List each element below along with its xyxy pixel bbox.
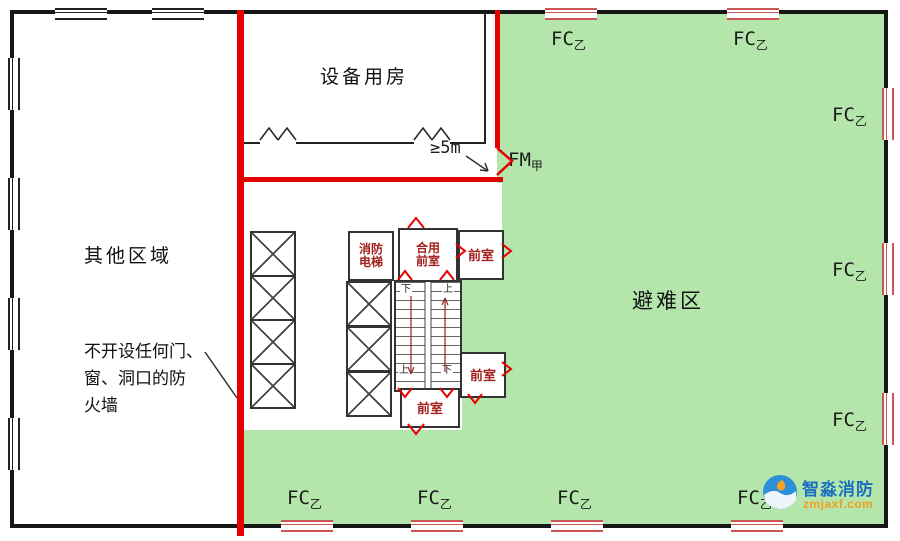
firewall-note: 不开设任何门、 窗、洞口的防 火墙 <box>84 338 203 419</box>
fire-door-label: FM甲 <box>508 149 543 174</box>
window-plain <box>8 418 20 470</box>
window-plain <box>8 58 20 110</box>
fire-window <box>281 520 333 532</box>
fire-window-label: FC乙 <box>733 28 768 52</box>
window-plain <box>55 8 107 20</box>
equipment-room-door-gap <box>260 138 296 145</box>
stair-up-label: 上 <box>442 284 454 295</box>
brand-logo-icon <box>763 475 797 509</box>
stair-down-label: 下 <box>400 284 412 295</box>
stair-down-label: 下 <box>441 365 453 376</box>
fire-window-label: FC乙 <box>832 104 867 128</box>
fire-window-label: FC乙 <box>557 487 592 511</box>
watermark-brand: 智淼消防 <box>802 480 874 499</box>
fire-window <box>731 520 783 532</box>
elevator-shaft <box>346 371 392 417</box>
lobby-top-label: 前室 <box>467 247 494 263</box>
refuge-area-label: 避难区 <box>632 290 704 313</box>
equipment-room-door-gap <box>414 138 450 145</box>
shared-lobby: 合用 前室 <box>398 228 458 282</box>
stair-divider <box>424 282 432 390</box>
stair-up-label: 上 <box>398 365 410 376</box>
watermark-site: zmjaxf.com <box>803 497 874 511</box>
fire-window <box>882 88 894 140</box>
fire-window-label: FC乙 <box>832 259 867 283</box>
lobby-top: 前室 <box>458 230 504 280</box>
shared-lobby-label-line1: 合用 <box>415 241 440 255</box>
firewall-equipment-bottom <box>237 177 503 182</box>
firewall-note-line2: 窗、洞口的防 <box>84 369 186 388</box>
fire-elevator-label-line1: 消防 <box>358 242 383 256</box>
fire-window-label: FC乙 <box>832 409 867 433</box>
lobby-right: 前室 <box>460 352 506 398</box>
firewall-note-line1: 不开设任何门、 <box>84 342 203 361</box>
lobby-bottom: 前室 <box>400 388 460 428</box>
firewall-equipment-right <box>495 10 500 148</box>
elevator-shaft <box>250 231 296 277</box>
shared-lobby-label-line2: 前室 <box>415 254 440 268</box>
fire-window-label: FC乙 <box>287 487 322 511</box>
watermark: 智淼消防 zmjaxf.com <box>762 472 892 518</box>
other-area-label: 其他区域 <box>84 246 173 267</box>
equipment-room-label: 设备用房 <box>319 67 408 88</box>
elevator-shaft <box>346 326 392 372</box>
fire-window <box>411 520 463 532</box>
equipment-room <box>244 14 486 144</box>
fire-window-label: FC乙 <box>551 28 586 52</box>
fire-window <box>882 393 894 445</box>
window-plain <box>8 178 20 230</box>
fire-window-label: FC乙 <box>417 487 452 511</box>
elevator-shaft <box>250 319 296 365</box>
distance-label: ≥5m <box>430 138 461 158</box>
fire-window <box>882 243 894 295</box>
fire-elevator: 消防 电梯 <box>348 231 394 281</box>
fm-subscript: 甲 <box>530 159 543 173</box>
fire-window <box>551 520 603 532</box>
window-plain <box>152 8 204 20</box>
lobby-right-label: 前室 <box>469 367 496 383</box>
firewall <box>237 10 244 536</box>
fire-elevator-label-line2: 电梯 <box>358 255 383 269</box>
elevator-shaft <box>250 275 296 321</box>
fm-text: FM <box>508 149 531 171</box>
lobby-bottom-label: 前室 <box>416 400 443 416</box>
fire-window <box>727 8 779 20</box>
refuge-area-fill-upper <box>497 14 884 183</box>
window-plain <box>8 298 20 350</box>
fire-window <box>545 8 597 20</box>
elevator-shaft <box>250 363 296 409</box>
elevator-shaft <box>346 281 392 327</box>
firewall-note-line3: 火墙 <box>84 396 118 415</box>
